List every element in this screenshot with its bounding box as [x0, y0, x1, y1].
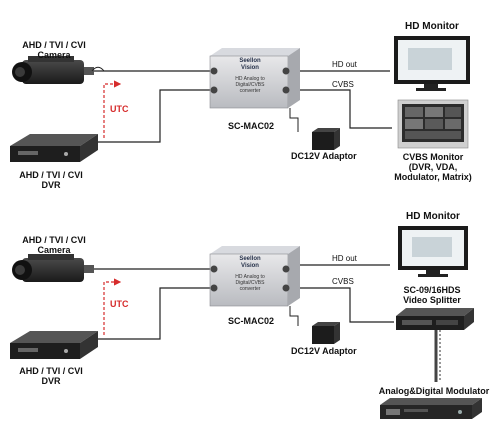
dvr-icon — [10, 331, 98, 359]
adaptor-label: DC12V Adaptor — [291, 346, 357, 356]
converter-badge: Seellon Vision — [218, 58, 282, 72]
splitter-label: SC-09/16HDS Video Splitter — [394, 285, 470, 305]
converter-text-line1: HD Analog to — [235, 274, 265, 280]
camera-label-line2: Camera — [37, 50, 71, 60]
camera-label: AHD / TVI / CVI Camera — [18, 40, 90, 60]
converter-badge-line2: Vision — [241, 263, 259, 269]
cvbs-label: CVBS — [332, 80, 354, 89]
hd-out-label: HD out — [332, 60, 357, 69]
converter-badge: Seellon Vision — [218, 256, 282, 270]
hd-out-label: HD out — [332, 254, 357, 263]
converter-text-line3: converter — [239, 286, 261, 292]
cvbs-monitor-label-line3: Modulator, Matrix) — [394, 172, 472, 182]
top-section — [10, 36, 470, 162]
converter-text-line3: converter — [239, 88, 261, 94]
converter-label: SC-MAC02 — [227, 121, 274, 131]
hd-monitor-icon — [398, 226, 468, 277]
modulator-icon — [380, 398, 482, 419]
converter-text-line2: Digital/CVBS — [235, 280, 265, 286]
cvbs-monitor-label: CVBS Monitor (DVR, VDA, Modulator, Matri… — [384, 152, 482, 182]
adaptor-label: DC12V Adaptor — [291, 151, 357, 161]
converter-text: HD Analog to Digital/CVBS converter — [220, 274, 280, 292]
camera-icon — [12, 254, 94, 282]
converter-box — [209, 246, 300, 307]
converter-badge-line2: Vision — [241, 65, 259, 71]
converter-label: SC-MAC02 — [227, 316, 274, 326]
cvbs-label: CVBS — [332, 277, 354, 286]
hd-monitor-icon — [394, 36, 470, 91]
hd-monitor-label: HD Monitor — [405, 21, 459, 32]
camera-icon — [12, 56, 94, 84]
utc-label: UTC — [110, 104, 129, 114]
camera-label: AHD / TVI / CVI Camera — [18, 235, 90, 255]
camera-label-line1: AHD / TVI / CVI — [22, 235, 86, 245]
dvr-label-line2: DVR — [41, 180, 61, 190]
hd-monitor-label: HD Monitor — [406, 211, 460, 222]
splitter-label-line1: SC-09/16HDS — [403, 285, 461, 295]
converter-badge-line1: Seellon — [239, 58, 261, 64]
video-splitter-icon — [396, 308, 474, 330]
converter-text-line2: Digital/CVBS — [235, 82, 265, 88]
converter-box — [209, 48, 300, 109]
cvbs-monitor-label-line1: CVBS Monitor — [402, 152, 464, 162]
dvr-label-line1: AHD / TVI / CVI — [19, 366, 83, 376]
utc-label: UTC — [110, 299, 129, 309]
camera-label-line1: AHD / TVI / CVI — [22, 40, 86, 50]
modulator-label: Analog&Digital Modulator — [378, 386, 490, 396]
splitter-label-line2: Video Splitter — [403, 295, 461, 305]
cvbs-monitor-icon — [397, 99, 469, 149]
dc-adaptor-icon — [312, 322, 340, 344]
converter-badge-line1: Seellon — [239, 256, 261, 262]
dvr-label-line2: DVR — [41, 376, 61, 386]
converter-text: HD Analog to Digital/CVBS converter — [220, 76, 280, 94]
dvr-label: AHD / TVI / CVI DVR — [12, 366, 90, 386]
camera-label-line2: Camera — [37, 245, 71, 255]
bottom-section — [10, 226, 482, 419]
dc-adaptor-icon — [312, 128, 340, 150]
dvr-label-line1: AHD / TVI / CVI — [19, 170, 83, 180]
dvr-label: AHD / TVI / CVI DVR — [12, 170, 90, 190]
cvbs-monitor-label-line2: (DVR, VDA, — [408, 162, 458, 172]
dvr-icon — [10, 134, 98, 162]
converter-text-line1: HD Analog to — [235, 76, 265, 82]
